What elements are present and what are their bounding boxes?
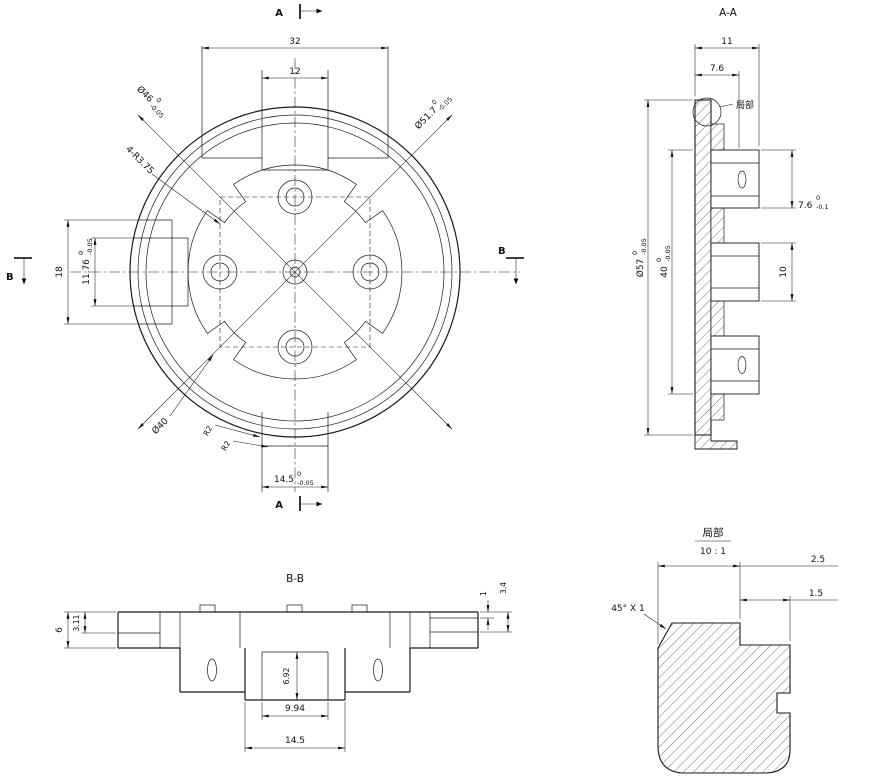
aa-dim-11-label: 11 bbox=[721, 37, 732, 47]
aa-dim-57-label: Ø57 0 -0.05 bbox=[631, 238, 648, 277]
svg-text:6.92: 6.92 bbox=[282, 667, 291, 684]
detail-title: 局部 bbox=[703, 526, 724, 539]
aa-lobe-bottom bbox=[710, 335, 760, 395]
svg-text:-0.05: -0.05 bbox=[297, 479, 314, 487]
aa-web-4 bbox=[710, 393, 725, 421]
svg-text:40: 40 bbox=[660, 266, 670, 278]
svg-text:11.76: 11.76 bbox=[82, 259, 92, 285]
bb-dim-6-label: 6 bbox=[55, 627, 65, 633]
dim-4r375-label: 4-R3.75 bbox=[123, 145, 155, 177]
svg-text:Ø57: Ø57 bbox=[635, 259, 646, 278]
svg-text:Ø40: Ø40 bbox=[150, 416, 171, 437]
bb-plate-outline bbox=[117, 604, 479, 649]
svg-text:0: 0 bbox=[816, 194, 820, 202]
aa-web-3 bbox=[710, 300, 725, 337]
aa-web-2 bbox=[710, 207, 725, 244]
detail-callout-circle bbox=[692, 97, 722, 127]
svg-text:0: 0 bbox=[297, 470, 301, 478]
svg-text:18: 18 bbox=[55, 266, 65, 278]
detail-chamfer-label: 45° X 1 bbox=[611, 604, 645, 614]
aa-dim-76r-label: 7.6 0 -0.1 bbox=[798, 194, 829, 211]
svg-text:0: 0 bbox=[631, 251, 639, 255]
svg-text:-0.05: -0.05 bbox=[148, 102, 166, 120]
section-label-b-left: B bbox=[6, 272, 14, 283]
dim-18-label: 18 bbox=[55, 266, 65, 278]
svg-text:0: 0 bbox=[655, 258, 663, 262]
front-view: 32 12 Ø46 0 -0.05 Ø51.7 0 -0.05 4-R3.75 … bbox=[6, 4, 524, 511]
svg-text:14.5: 14.5 bbox=[274, 475, 294, 485]
detail-callout-leader bbox=[719, 103, 734, 108]
svg-text:-0.05: -0.05 bbox=[86, 238, 94, 255]
section-label-a-top: A bbox=[275, 8, 283, 19]
svg-text:Ø51.7: Ø51.7 bbox=[413, 105, 440, 132]
bb-dim-994-label: 9.94 bbox=[285, 704, 305, 714]
outer-circle bbox=[129, 106, 461, 438]
aa-lobe-top bbox=[710, 149, 760, 209]
detail-view: 局部 10 : 1 2.5 1.5 45° X 1 bbox=[611, 526, 838, 774]
aa-dim-40-label: 40 0 -0.05 bbox=[655, 245, 672, 278]
svg-text:10: 10 bbox=[779, 266, 789, 278]
svg-text:R2: R2 bbox=[201, 424, 214, 437]
section-bb-title: B-B bbox=[286, 573, 304, 585]
dim-dia40-label: Ø40 bbox=[150, 416, 171, 437]
bb-dim-311-label: 3.11 bbox=[72, 614, 81, 631]
svg-text:3.11: 3.11 bbox=[72, 614, 81, 631]
svg-text:-0.05: -0.05 bbox=[640, 238, 648, 255]
dim-145-label: 14.5 0 -0.05 bbox=[274, 470, 314, 487]
section-mark-b-left: B bbox=[6, 257, 32, 285]
svg-text:Ø46: Ø46 bbox=[134, 84, 155, 105]
svg-text:3.4: 3.4 bbox=[499, 582, 508, 594]
svg-text:R2: R2 bbox=[219, 439, 232, 452]
section-mark-a-bottom: A bbox=[275, 496, 323, 511]
r2a-leader-line bbox=[214, 424, 261, 438]
svg-text:0: 0 bbox=[77, 251, 85, 255]
section-mark-a-top: A bbox=[275, 4, 323, 19]
section-mark-b-right: B bbox=[498, 246, 524, 285]
section-aa-title: A-A bbox=[719, 7, 738, 19]
dim-32-label: 32 bbox=[289, 37, 300, 47]
dia51-leader-line bbox=[137, 114, 453, 430]
dim-dia51-label: Ø51.7 0 -0.05 bbox=[413, 95, 454, 132]
bb-dim-1-label: 1 bbox=[479, 591, 488, 596]
aa-dim-76-label: 7.6 bbox=[710, 64, 725, 74]
detail-callout-label: 局部 bbox=[736, 99, 754, 111]
detail-dim-25-label: 2.5 bbox=[811, 555, 825, 565]
svg-text:-0.05: -0.05 bbox=[664, 245, 672, 262]
radius-leader-line bbox=[151, 173, 221, 225]
bb-dim-145-label: 14.5 bbox=[285, 736, 305, 746]
detail-dim-15-label: 1.5 bbox=[809, 589, 823, 599]
aa-dim-10-label: 10 bbox=[779, 266, 789, 278]
section-label-a-bottom: A bbox=[275, 500, 283, 511]
dim-r2b-label: R2 bbox=[219, 439, 232, 452]
section-aa-view: A-A 局部 bbox=[631, 7, 829, 450]
bb-dim-34-label: 3.4 bbox=[499, 582, 508, 594]
detail-section-shape bbox=[657, 622, 791, 774]
svg-text:0: 0 bbox=[430, 98, 439, 107]
r2b-leader-line bbox=[232, 440, 269, 448]
bb-dim-692-label: 6.92 bbox=[282, 667, 291, 684]
svg-text:7.6: 7.6 bbox=[798, 201, 813, 211]
svg-text:4-R3.75: 4-R3.75 bbox=[123, 145, 155, 177]
aa-web-1 bbox=[710, 123, 725, 151]
svg-text:1: 1 bbox=[479, 591, 488, 596]
dim-dia46-label: Ø46 0 -0.05 bbox=[134, 84, 166, 120]
detail-scale: 10 : 1 bbox=[700, 547, 726, 557]
dia40-leader-line bbox=[169, 354, 214, 417]
section-label-b-right: B bbox=[498, 246, 506, 257]
aa-bottom-hook bbox=[694, 434, 738, 450]
aa-lobe-middle bbox=[710, 242, 760, 302]
svg-text:-0.05: -0.05 bbox=[436, 95, 454, 113]
svg-text:0: 0 bbox=[154, 96, 163, 105]
dim-r2a-label: R2 bbox=[201, 424, 214, 437]
section-bb-view: B-B bbox=[55, 573, 512, 752]
svg-text:-0.1: -0.1 bbox=[816, 203, 829, 211]
svg-text:6: 6 bbox=[55, 627, 65, 633]
aa-flange-plate bbox=[694, 99, 712, 436]
dim-1176-label: 11.76 0 -0.05 bbox=[77, 238, 94, 285]
dim-12-label: 12 bbox=[289, 67, 300, 77]
bb-boss bbox=[179, 648, 411, 701]
detail-chamfer-leader bbox=[643, 613, 667, 630]
